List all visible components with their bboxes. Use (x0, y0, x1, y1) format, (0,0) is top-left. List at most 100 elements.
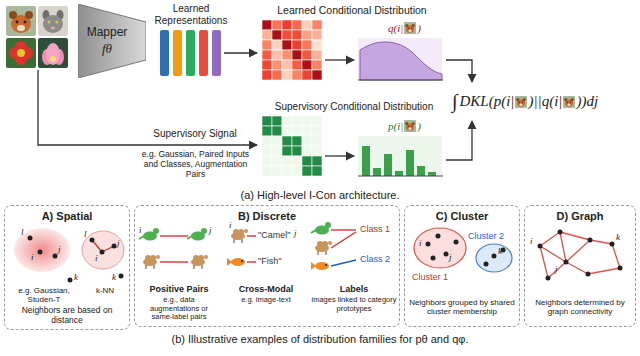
panel-title: C) Cluster (405, 210, 519, 223)
photo-part (523, 98, 526, 101)
heatmap-cell (282, 136, 292, 146)
heatmap-cell (312, 156, 322, 166)
heatmap-cell (292, 30, 302, 40)
photo-thumbnail (6, 38, 36, 68)
heatmap-cell (312, 40, 322, 50)
photo-part (411, 28, 412, 29)
heatmap-cell (272, 156, 282, 166)
heatmap-cell (312, 126, 322, 136)
data-point (426, 242, 431, 247)
photo-part (571, 98, 574, 101)
panel-box: C) ClusterNeighbors grouped by shared cl… (404, 205, 520, 327)
icon-part (325, 264, 327, 266)
heatmap-cell (272, 40, 282, 50)
heatmap-cell (272, 166, 282, 176)
photo-thumbnail (38, 6, 68, 36)
photo-part (571, 101, 572, 102)
panel-text: Positive Pairs (139, 284, 219, 294)
icon-part (150, 255, 156, 261)
photo-thumbnail (38, 38, 68, 68)
graph-edge (548, 262, 566, 278)
math-text: q(i| (388, 22, 403, 34)
photo-part (47, 20, 50, 23)
annotation-label: Cluster 1 (412, 272, 448, 282)
photo-part (43, 15, 63, 33)
photo-part (567, 101, 568, 102)
trapezoid-outline (78, 4, 146, 78)
heatmap-cell (302, 136, 312, 146)
icon-part (322, 241, 328, 247)
photo-part (520, 103, 523, 105)
heatmap-cell (272, 126, 282, 136)
icon-part (311, 230, 316, 233)
graph-edge (566, 240, 590, 262)
photo-thumbnail (404, 120, 416, 132)
point-letter: k (616, 232, 620, 242)
data-point (564, 260, 569, 265)
neighbor-link (247, 261, 256, 262)
math-text: DKL(p(i| (459, 93, 514, 110)
heatmap-cell (262, 156, 272, 166)
photo-part (412, 122, 415, 125)
heatmap-cell (262, 70, 272, 80)
heatmap-cell (312, 60, 322, 70)
supervisory-bar (428, 172, 436, 176)
heatmap-cell (262, 60, 272, 70)
dino-icon (139, 228, 159, 241)
heatmap-cell (312, 166, 322, 176)
data-point (38, 250, 43, 255)
learned-distribution-area (360, 42, 442, 80)
heatmap-cell (272, 146, 282, 156)
heatmap-cell (292, 146, 302, 156)
heatmap-cell (292, 166, 302, 176)
math-expression: p(i|) (388, 120, 421, 132)
icon-part (231, 258, 245, 266)
neighbor-link (331, 229, 356, 230)
representation-bar (173, 30, 182, 76)
heatmap-cell (282, 146, 292, 156)
data-point (28, 236, 33, 241)
representation-bar (186, 30, 195, 76)
inline-thumbnail (563, 96, 575, 108)
photo-part (568, 103, 571, 105)
photo-part (404, 120, 416, 132)
neighbor-link (160, 235, 188, 236)
heatmap-cell (292, 60, 302, 70)
flow-arrow (446, 60, 472, 82)
point-letter: l (21, 227, 24, 237)
heatmap-cell (262, 146, 272, 156)
heatmap-cell (302, 146, 312, 156)
point-letter: j (555, 264, 558, 274)
heatmap-cell (302, 60, 312, 70)
annotation-label: "Camel" (258, 230, 290, 240)
fish-icon (311, 262, 329, 270)
gaussian-region (14, 228, 70, 272)
point-letter: k (74, 272, 78, 282)
mapper-label: Mapper (82, 26, 132, 40)
photo-part (38, 6, 68, 36)
heatmap-cell (292, 136, 302, 146)
heatmap-cell (262, 126, 272, 136)
data-point (454, 240, 459, 245)
panel-box: D) GraphNeighbors determined by graph co… (524, 205, 636, 327)
heatmap-cell (292, 126, 302, 136)
inline-thumbnail (515, 96, 527, 108)
heatmap-cell (292, 50, 302, 60)
point-letter: k (498, 246, 502, 256)
supervisory-bar (417, 166, 425, 176)
heatmap-cell (302, 116, 312, 126)
icon-part (328, 241, 332, 245)
photo-part (565, 98, 568, 101)
heatmap-cell (282, 30, 292, 40)
data-point (538, 244, 543, 249)
photo-part (409, 128, 412, 130)
representation-bar (212, 30, 221, 76)
photo-part (38, 38, 68, 68)
heatmap-cell (302, 40, 312, 50)
annotation-label: Class 2 (360, 254, 390, 264)
heatmap-cell (292, 116, 302, 126)
annotation-label: "Fish" (258, 256, 281, 266)
data-point (100, 250, 105, 255)
photo-thumbnail (404, 22, 416, 34)
point-letter: i (31, 252, 34, 262)
